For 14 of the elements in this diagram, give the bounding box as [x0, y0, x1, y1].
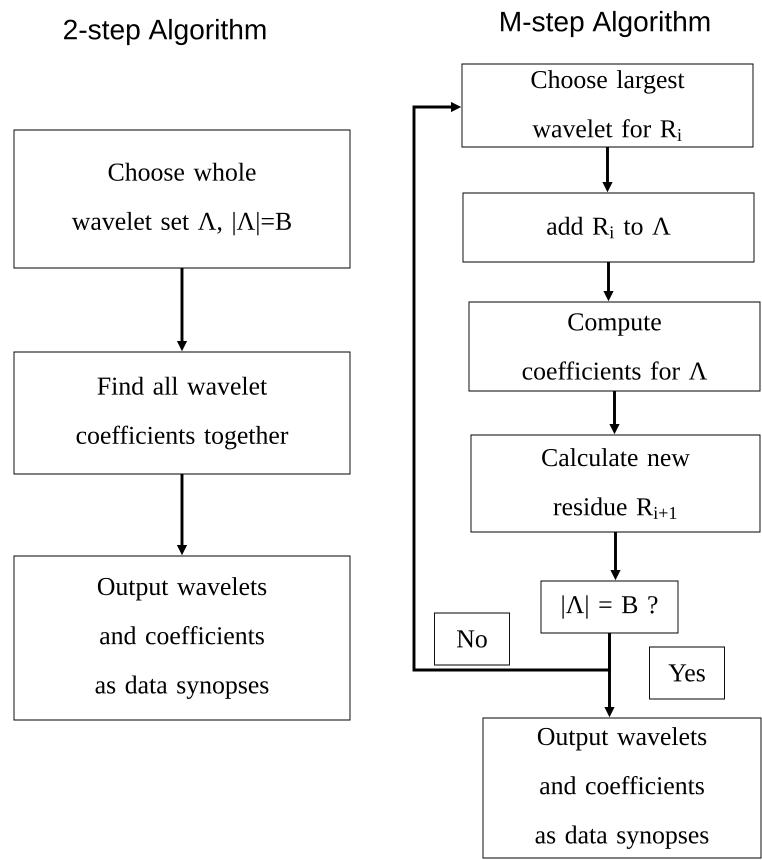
process-box: Compute coefficients for Λ — [468, 302, 760, 392]
edge-label: Yes — [649, 646, 725, 700]
process-box: Choose largest wavelet for R$_{i}$ — [462, 64, 754, 148]
process-box: |Λ| = B ? — [540, 580, 678, 634]
process-box: Output wavelets and coefficients as data synopses — [482, 718, 762, 858]
process-box: Find all wavelet coefficients together — [14, 352, 350, 474]
heading: M-step Algorithm — [501, 10, 710, 38]
heading: 2-step Algorithm — [64, 18, 266, 46]
process-box: Calculate new residue R$_{i+1}$ — [470, 434, 760, 532]
process-box: add R$_{i}$ to Λ — [462, 192, 754, 262]
process-box: Output wavelets and coefficients as data synopses — [14, 556, 350, 720]
edge-label: No — [434, 612, 510, 666]
process-box: Choose whole wavelet set Λ, |Λ|=B — [14, 130, 350, 268]
arrow — [412, 102, 611, 672]
